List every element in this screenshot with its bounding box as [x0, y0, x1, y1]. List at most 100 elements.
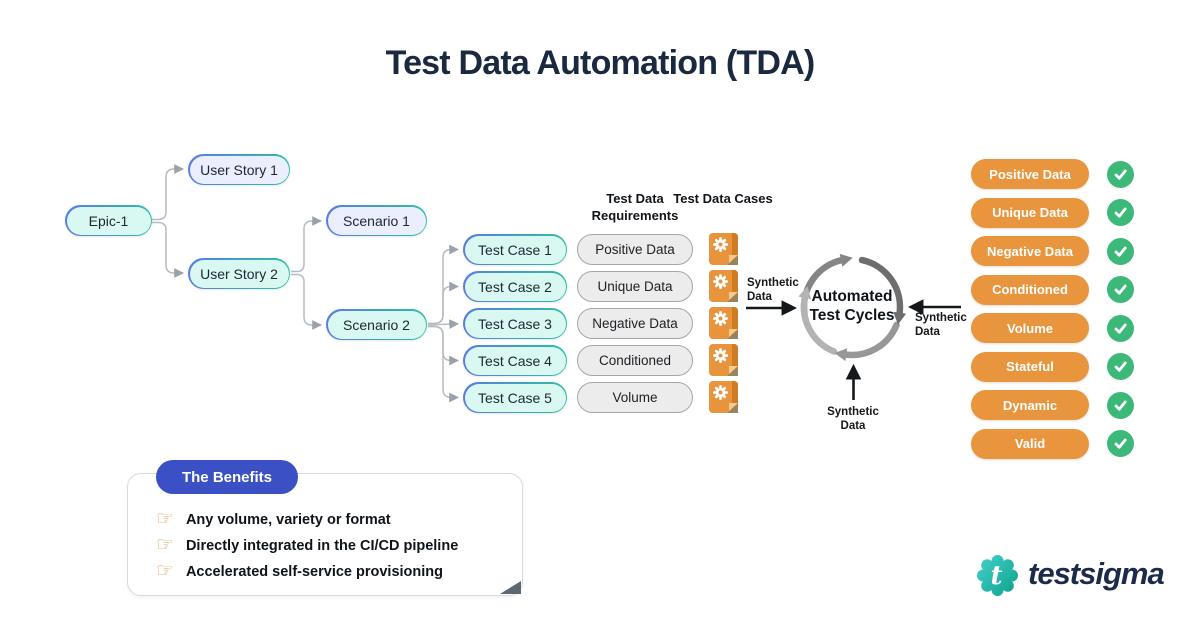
gear-file-icon [709, 307, 738, 339]
requirement-pill: Positive Data [577, 234, 693, 265]
check-icon [1107, 160, 1134, 188]
benefit-text: Accelerated self-service provisioning [185, 564, 444, 580]
node-test-case-label: Test Case 3 [464, 309, 566, 338]
file-spine [732, 381, 738, 413]
output-row: Unique Data [971, 197, 1134, 228]
automated-test-cycles-label: Automated Test Cycles [809, 288, 895, 324]
node-test-case-label: Test Case 2 [464, 272, 566, 301]
folded-corner-light [729, 255, 738, 263]
case-icon-column [709, 233, 738, 413]
cases-header: Test Data Cases [673, 191, 773, 206]
file-spine [732, 270, 738, 302]
benefit-item: ☞ Directly integrated in the CI/CD pipel… [156, 533, 522, 559]
output-row: Positive Data [971, 159, 1134, 189]
requirements-column: Positive Data Unique Data Negative Data … [577, 234, 693, 413]
node-test-case-label: Test Case 1 [464, 235, 566, 264]
check-icon [1107, 391, 1134, 419]
gear-icon [713, 237, 728, 252]
check-icon [1107, 430, 1134, 457]
node-user-story-1-label: User Story 1 [189, 155, 289, 184]
check-icon [1107, 314, 1134, 342]
check-icon [1107, 276, 1134, 303]
output-pill: Unique Data [971, 197, 1089, 228]
node-test-case-label: Test Case 4 [464, 346, 566, 375]
output-row: Volume [971, 313, 1134, 343]
requirement-pill: Negative Data [577, 308, 693, 339]
svg-text:t: t [990, 561, 1002, 591]
folded-corner [727, 367, 738, 376]
synthetic-data-label-right: Synthetic Data [915, 312, 967, 338]
folded-corner-light [729, 403, 738, 411]
gear-file-icon [709, 233, 738, 265]
folded-corner-light [729, 329, 738, 337]
testsigma-gear-icon: t [977, 555, 1018, 596]
pointing-finger-icon: ☞ [156, 560, 174, 582]
node-scenario-2: Scenario 2 [326, 309, 427, 340]
output-pill: Negative Data [971, 236, 1089, 266]
node-test-case: Test Case 3 [463, 308, 567, 339]
output-column: Positive Data Unique Data Negative Data [971, 159, 1134, 459]
output-row: Dynamic [971, 390, 1134, 420]
output-pill: Volume [971, 313, 1089, 343]
benefits-title-badge: The Benefits [156, 460, 298, 494]
gear-icon [713, 274, 728, 289]
requirement-pill: Conditioned [577, 345, 693, 376]
file-spine [732, 307, 738, 339]
node-scenario-1-label: Scenario 1 [327, 206, 426, 235]
output-row: Valid [971, 428, 1134, 459]
file-spine [732, 233, 738, 265]
gear-icon [713, 348, 728, 363]
output-pill: Dynamic [971, 390, 1089, 420]
benefit-text: Directly integrated in the CI/CD pipelin… [185, 538, 459, 554]
output-row: Negative Data [971, 236, 1134, 266]
node-scenario-2-label: Scenario 2 [327, 310, 426, 339]
requirements-header: Test Data Requirements [591, 191, 679, 223]
gear-file-icon [709, 344, 738, 376]
synthetic-data-label-left: Synthetic Data [747, 277, 799, 303]
folded-corner-light [729, 366, 738, 374]
output-pill: Conditioned [971, 274, 1089, 305]
synthetic-data-label-bottom: Synthetic Data [827, 406, 879, 432]
folded-corner [727, 293, 738, 302]
gear-icon [713, 385, 728, 400]
node-user-story-1: User Story 1 [188, 154, 290, 185]
check-icon [1107, 353, 1134, 380]
node-user-story-2-label: User Story 2 [189, 259, 289, 288]
node-test-case: Test Case 5 [463, 382, 567, 413]
benefits-list: ☞ Any volume, variety or format ☞ Direct… [156, 507, 522, 585]
output-pill: Valid [971, 428, 1089, 459]
folded-corner-light [729, 292, 738, 300]
file-spine [732, 344, 738, 376]
benefit-item: ☞ Accelerated self-service provisioning [156, 559, 522, 585]
benefits-card: The Benefits ☞ Any volume, variety or fo… [127, 460, 523, 596]
output-pill: Positive Data [971, 159, 1089, 189]
test-case-column: Test Case 1 Test Case 2 Test Case 3 Test… [463, 234, 567, 413]
node-test-case: Test Case 4 [463, 345, 567, 376]
output-pill: Stateful [971, 351, 1089, 382]
folded-corner [727, 330, 738, 339]
pointing-finger-icon: ☞ [156, 508, 174, 530]
check-icon [1107, 237, 1134, 265]
node-test-case: Test Case 2 [463, 271, 567, 302]
requirement-pill: Volume [577, 382, 693, 413]
output-row: Conditioned [971, 274, 1134, 305]
output-row: Stateful [971, 351, 1134, 382]
node-epic: Epic-1 [65, 205, 152, 236]
folded-corner [727, 256, 738, 265]
requirement-pill: Unique Data [577, 271, 693, 302]
page-title: Test Data Automation (TDA) [385, 44, 816, 82]
folded-corner [727, 404, 738, 413]
benefit-item: ☞ Any volume, variety or format [156, 507, 522, 533]
gear-file-icon [709, 270, 738, 302]
gear-icon [713, 311, 728, 326]
testsigma-wordmark: testsigma [1028, 555, 1165, 591]
testsigma-logo: t testsigma [975, 553, 1165, 598]
pointing-finger-icon: ☞ [156, 534, 174, 556]
gear-file-icon [709, 381, 738, 413]
node-scenario-1: Scenario 1 [326, 205, 427, 236]
node-user-story-2: User Story 2 [188, 258, 290, 289]
node-test-case: Test Case 1 [463, 234, 567, 265]
node-epic-label: Epic-1 [66, 206, 151, 235]
node-test-case-label: Test Case 5 [464, 383, 566, 412]
